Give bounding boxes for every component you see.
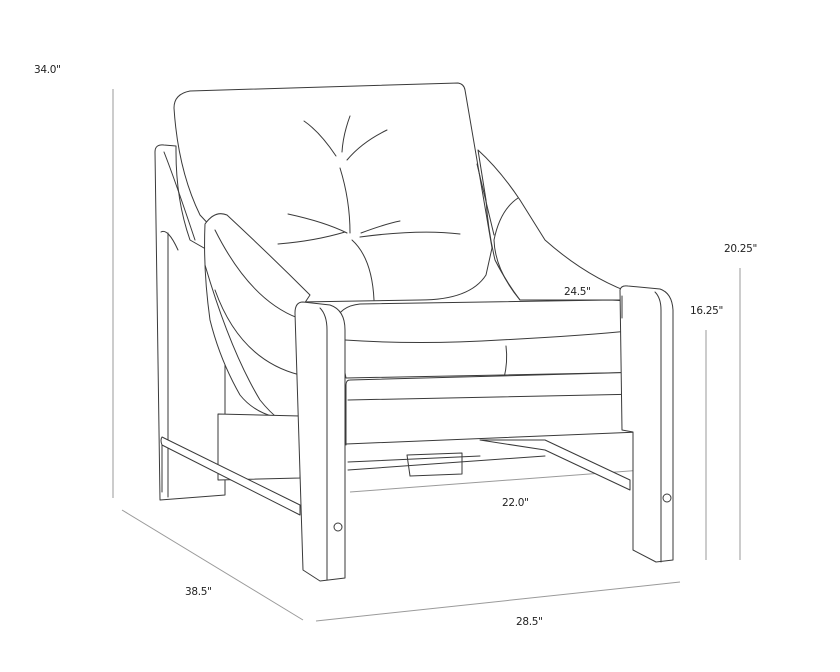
left-side-frame xyxy=(154,144,226,501)
overall-depth-label: 38.5" xyxy=(185,586,212,598)
bolt-head xyxy=(662,493,672,503)
seat-cushion xyxy=(334,299,659,446)
front-left-arm xyxy=(294,301,346,582)
front-right-arm xyxy=(619,285,674,563)
right-sling xyxy=(476,149,641,301)
stretcher-bars xyxy=(160,436,631,516)
overall-width-label: 28.5" xyxy=(516,616,543,628)
rear-support xyxy=(217,413,481,481)
dimension-lines xyxy=(112,89,741,622)
width-dimension-line xyxy=(315,581,681,622)
seat-width-label: 22.0" xyxy=(502,497,529,509)
overall-height-label: 34.0" xyxy=(34,64,61,76)
seat-depth-label: 24.5" xyxy=(564,286,591,298)
seat-height-label: 16.25" xyxy=(690,305,724,317)
depth-dimension-line xyxy=(121,509,304,621)
bolt-head xyxy=(333,522,343,532)
arm-height-label: 20.25" xyxy=(724,243,758,255)
left-sling xyxy=(204,213,311,431)
